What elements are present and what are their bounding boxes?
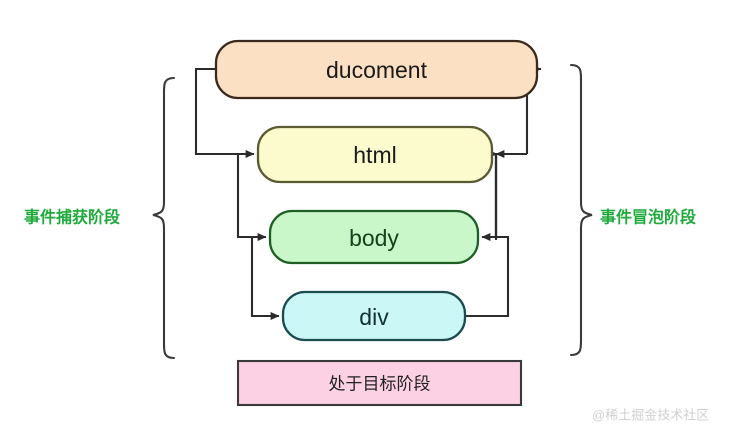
node-div-shape [281, 290, 467, 342]
node-html-label: html [353, 142, 396, 168]
bubble-brace [569, 63, 593, 357]
target-phase-shape [236, 359, 523, 407]
bubble-brace-path [569, 63, 593, 357]
capture-brace [152, 76, 176, 360]
node-group: ducoment html body div [214, 39, 539, 342]
node-document-shape [214, 39, 539, 100]
node-html[interactable]: html [256, 125, 494, 184]
capture-brace-path [152, 76, 176, 360]
watermark-text: @稀土掘金技术社区 [592, 408, 709, 423]
capture-phase-connectors [194, 67, 280, 320]
capture-arrow-body-to-div [250, 237, 280, 320]
node-document-label: ducoment [326, 57, 428, 83]
node-body[interactable]: body [268, 209, 480, 265]
target-phase-label: 处于目标阶段 [329, 375, 431, 394]
node-body-shape [268, 209, 480, 265]
node-document[interactable]: ducoment [214, 39, 539, 100]
node-html-shape [256, 125, 494, 184]
node-body-label: body [349, 225, 399, 251]
node-div[interactable]: div [281, 290, 467, 342]
target-phase-box[interactable]: 处于目标阶段 [236, 359, 523, 407]
capture-phase-label: 事件捕获阶段 [24, 208, 121, 227]
capture-arrow-html-to-body [236, 154, 267, 241]
node-div-label: div [359, 304, 389, 330]
capture-arrow-document-to-html [194, 67, 255, 158]
bubble-phase-label: 事件冒泡阶段 [600, 208, 697, 227]
